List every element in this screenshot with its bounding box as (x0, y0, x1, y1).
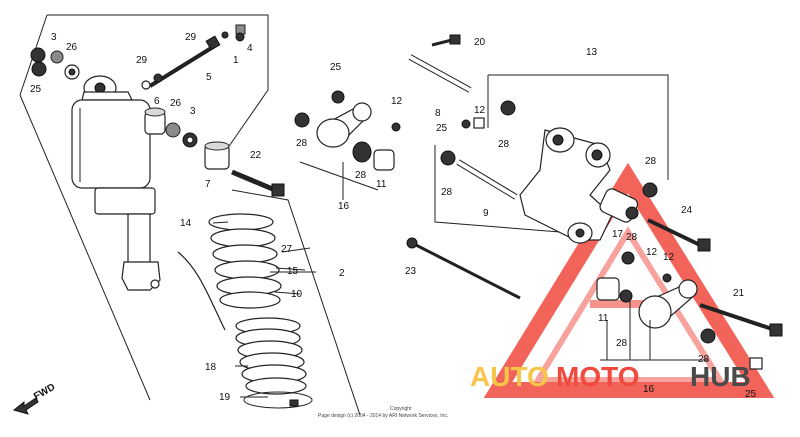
upper-mount-bolt (141, 24, 246, 90)
bolt-20 (431, 34, 461, 47)
callout-25: 25 (330, 62, 342, 73)
bolt-24 (647, 218, 711, 252)
copyright-line2: Page design (c) 2004 - 2014 by ARI Netwo… (318, 413, 448, 419)
callout-28: 28 (698, 354, 710, 365)
boot-clip-band (243, 391, 313, 409)
callout-24: 24 (681, 205, 693, 216)
callout-3: 3 (190, 106, 196, 117)
long-bolt-23 (406, 237, 521, 300)
callout-1: 1 (233, 55, 239, 66)
hardware-right-side (621, 182, 672, 283)
callout-25: 25 (30, 84, 42, 95)
callout-15: 15 (287, 266, 299, 277)
fwd-label: FWD (32, 382, 57, 403)
shock-spring (208, 213, 282, 309)
callout-20: 20 (474, 37, 486, 48)
callout-9: 9 (483, 208, 489, 219)
callout-12: 12 (646, 247, 658, 258)
callout-labels: 3 26 25 29 1 4 29 5 6 26 3 22 7 14 27 15… (30, 32, 757, 403)
callout-5: 5 (206, 72, 212, 83)
reservoir-hose (177, 251, 226, 331)
callout-25: 25 (436, 123, 448, 134)
callout-26: 26 (170, 98, 182, 109)
callout-27: 27 (281, 244, 293, 255)
connecting-rod-upper (294, 90, 401, 171)
callout-18: 18 (205, 362, 217, 373)
callout-29: 29 (185, 32, 197, 43)
callout-17: 17 (612, 229, 624, 240)
lower-mount-bolt (231, 169, 285, 197)
forward-direction-arrow: FWD (12, 382, 57, 415)
callout-11: 11 (376, 179, 387, 190)
callout-22: 22 (250, 150, 262, 161)
hardware-top-left (30, 47, 80, 80)
callout-28: 28 (616, 338, 628, 349)
callout-19: 19 (219, 392, 231, 403)
callout-29: 29 (136, 55, 148, 66)
leader-lines (212, 161, 708, 398)
callout-16: 16 (338, 201, 350, 212)
callout-28: 28 (626, 232, 638, 243)
watermark-auto: AUTO (470, 361, 549, 392)
callout-8: 8 (435, 108, 441, 119)
callout-25: 25 (745, 389, 757, 400)
callout-28: 28 (441, 187, 453, 198)
callout-28: 28 (498, 139, 510, 150)
callout-21: 21 (733, 288, 745, 299)
callout-14: 14 (180, 218, 192, 229)
callout-16: 16 (643, 384, 655, 395)
connecting-rod-lower (596, 277, 698, 329)
hardware-linkage-small (440, 100, 516, 166)
callout-3: 3 (51, 32, 57, 43)
watermark-logo-text: AUTO MOTO HUB (470, 361, 751, 392)
cushion-arm (519, 127, 613, 244)
collar-17 (599, 188, 639, 223)
watermark-hub: HUB (690, 361, 751, 392)
callout-28: 28 (355, 170, 367, 181)
callout-2: 2 (339, 268, 345, 279)
callout-7: 7 (205, 179, 211, 190)
watermark-moto: MOTO (556, 361, 639, 392)
callout-12: 12 (391, 96, 403, 107)
assembly-outline-linkage (434, 74, 669, 233)
copyright-line1: Copyright (390, 406, 412, 412)
callout-28: 28 (645, 156, 657, 167)
callout-28: 28 (296, 138, 308, 149)
callout-12: 12 (474, 105, 486, 116)
callout-13: 13 (586, 47, 598, 58)
bolt-21 (699, 303, 783, 337)
lower-collar (204, 141, 230, 170)
pivot-pin-8 (408, 54, 472, 93)
assembly-outline-shock (19, 14, 361, 416)
callout-6: 6 (154, 96, 160, 107)
pivot-pin-9 (456, 159, 518, 200)
callout-11: 11 (598, 313, 609, 324)
dust-boot (235, 317, 307, 395)
callout-12: 12 (663, 252, 675, 263)
callout-10: 10 (291, 289, 303, 300)
copyright-notice: Copyright Page design (c) 2004 - 2014 by… (318, 406, 448, 419)
callout-23: 23 (405, 266, 417, 277)
shock-absorber (71, 75, 161, 291)
callout-26: 26 (66, 42, 78, 53)
callout-4: 4 (247, 43, 253, 54)
collar-and-seals (144, 107, 198, 148)
hardware-bottom-right (700, 328, 763, 370)
